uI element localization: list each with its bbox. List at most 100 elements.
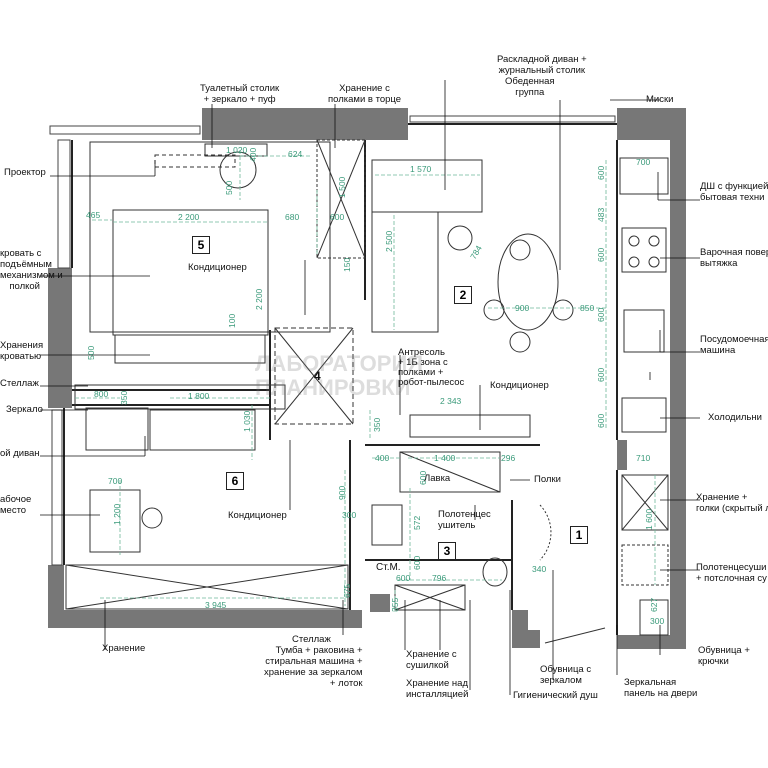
label-tumba: Тумба + раковина + стиральная машина + х…	[264, 645, 363, 689]
label-antresol: Антресоль + 1Б зона с полками + робот-пы…	[398, 347, 465, 388]
svg-text:2 200: 2 200	[178, 212, 200, 222]
label-obuvnitsa-zerkalo: Обувница с зеркалом	[540, 664, 592, 686]
label-krovat: кровать с подъёмным механизмом и полкой	[0, 248, 63, 292]
wall-left	[48, 268, 72, 408]
svg-text:600: 600	[596, 248, 606, 262]
room-number-6: 6	[226, 472, 244, 490]
svg-text:400: 400	[248, 148, 258, 162]
label-raskladnoy: Раскладной диван + журнальный столик	[497, 54, 587, 76]
svg-text:1 200: 1 200	[112, 503, 122, 525]
label-stellazh-1: Стеллаж	[0, 378, 39, 389]
svg-text:1 800: 1 800	[188, 391, 210, 401]
watermark: ЛАБОРАТОРИЯ ПЛАНИРОВКИ	[255, 351, 424, 400]
label-obuvnitsa-kryuchki: Обувница + крючки	[698, 645, 750, 667]
svg-text:600: 600	[596, 368, 606, 382]
label-konditsioner-2: Кондиционер	[490, 380, 549, 391]
label-hranenie-polki: Хранение с полками в торце	[328, 83, 402, 105]
room-number-2: 2	[454, 286, 472, 304]
svg-text:784: 784	[468, 243, 484, 261]
svg-text:680: 680	[285, 212, 299, 222]
label-gigienicheskiy: Гигиенический душ	[513, 690, 598, 701]
svg-text:150: 150	[342, 258, 352, 272]
svg-text:500: 500	[224, 181, 234, 195]
svg-text:900: 900	[337, 486, 347, 500]
wall-bottom-right	[617, 635, 686, 649]
label-rabochee: абочое место	[0, 494, 32, 516]
label-hranenie-installyatsiya: Хранение над инсталляцией	[406, 678, 469, 700]
label-zerkalo: Зеркало	[6, 404, 43, 415]
svg-text:796: 796	[432, 573, 446, 583]
svg-text:1 020: 1 020	[226, 145, 248, 155]
label-obedennaya: Обеденная группа	[505, 76, 555, 98]
svg-text:350: 350	[372, 418, 382, 432]
svg-text:1 400: 1 400	[434, 453, 456, 463]
svg-text:340: 340	[532, 564, 546, 574]
label-polotentsesushitel-2: Полотенцесуши + потслочная су	[696, 562, 767, 584]
label-hranenie-krovat: Хранения кроватью	[0, 340, 44, 362]
label-tualet: Туалетный столик + зеркало + пуф	[200, 83, 280, 105]
label-polki: Полки	[534, 474, 561, 485]
svg-text:600: 600	[396, 573, 410, 583]
room-number-5: 5	[192, 236, 210, 254]
label-lavka: Лавка	[424, 473, 451, 484]
svg-text:600: 600	[330, 212, 344, 222]
svg-text:1 600: 1 600	[644, 508, 654, 530]
svg-text:627: 627	[649, 598, 659, 612]
label-miski: Миски	[646, 94, 674, 105]
svg-text:700: 700	[636, 157, 650, 167]
wall-right	[670, 108, 686, 648]
svg-text:2 500: 2 500	[384, 230, 394, 252]
dimension-lines	[75, 150, 656, 612]
wall-top-left	[202, 108, 408, 140]
svg-text:500: 500	[86, 346, 96, 360]
room-number-1: 1	[570, 526, 588, 544]
svg-text:483: 483	[596, 208, 606, 222]
label-divan: ой диван	[0, 448, 40, 459]
svg-text:100: 100	[227, 314, 237, 328]
label-stellazh-2: Стеллаж	[292, 634, 331, 645]
svg-text:465: 465	[86, 210, 100, 220]
svg-text:710: 710	[636, 453, 650, 463]
wall-column	[617, 440, 627, 470]
svg-text:1 500: 1 500	[337, 176, 347, 198]
svg-text:296: 296	[501, 453, 515, 463]
label-posudomoechnaya: Посудомоечная машина	[700, 334, 768, 356]
svg-text:300: 300	[650, 616, 664, 626]
label-konditsioner-1: Кондиционер	[188, 262, 247, 273]
svg-text:400: 400	[375, 453, 389, 463]
svg-text:355: 355	[390, 598, 400, 612]
svg-text:350: 350	[119, 391, 129, 405]
svg-text:600: 600	[596, 414, 606, 428]
leader-lines	[40, 80, 700, 695]
room-number-3: 3	[438, 542, 456, 560]
label-hranenie-golki: Хранение + голки (скрытый люк)	[696, 492, 768, 514]
label-hranenie-sushilka: Хранение с сушилкой	[406, 649, 457, 671]
wall-bottom	[48, 610, 362, 628]
svg-text:800: 800	[94, 389, 108, 399]
wall-entry-left-2	[528, 630, 540, 648]
label-holodilnik: Холодильни	[708, 412, 762, 423]
svg-text:900: 900	[515, 303, 529, 313]
room-number-4: 4	[314, 369, 321, 383]
dimension-labels: 1 020 400 624 500 1 500 600 680 465 2 20…	[86, 145, 664, 626]
svg-text:1 570: 1 570	[410, 164, 432, 174]
svg-text:675: 675	[342, 584, 352, 598]
svg-text:850: 850	[580, 303, 594, 313]
svg-text:2 200: 2 200	[254, 288, 264, 310]
svg-text:600: 600	[412, 556, 422, 570]
label-zerkalnaya: Зеркальная панель на двери	[624, 677, 698, 699]
svg-text:624: 624	[288, 149, 302, 159]
svg-text:700: 700	[108, 476, 122, 486]
svg-text:300: 300	[342, 510, 356, 520]
svg-text:572: 572	[412, 516, 422, 530]
furniture	[65, 139, 669, 644]
room-label-wc: Ст.М.	[376, 562, 401, 573]
label-polotentsesushitel-1: Полотенцес ушитель	[438, 509, 491, 531]
svg-text:1 030: 1 030	[242, 410, 252, 432]
wall-entry-left	[512, 610, 528, 648]
wall-wc-pillar	[370, 594, 390, 612]
svg-text:600: 600	[596, 308, 606, 322]
label-dsh: ДШ с функцией бытовая техни	[700, 181, 768, 203]
svg-text:2 343: 2 343	[440, 396, 462, 406]
